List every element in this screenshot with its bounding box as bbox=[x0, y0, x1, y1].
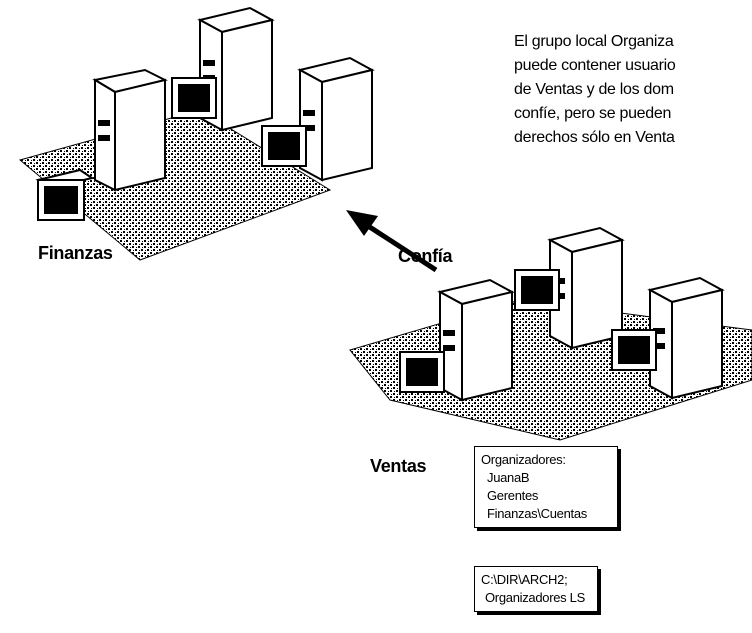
ventas-server-3 bbox=[647, 276, 725, 400]
group-members-box: Organizadores: JuanaB Gerentes Finanzas\… bbox=[474, 446, 618, 528]
finanzas-server-3 bbox=[297, 56, 375, 182]
caption-text: El grupo local Organiza puede contener u… bbox=[514, 30, 676, 150]
finanzas-monitor-1 bbox=[35, 168, 95, 221]
group-title: Organizadores: bbox=[481, 452, 566, 467]
trust-arrow bbox=[346, 210, 438, 273]
permission-box: C:\DIR\ARCH2; Organizadores LS bbox=[474, 566, 598, 612]
group-member: JuanaB bbox=[487, 470, 530, 485]
finanzas-monitor-2 bbox=[171, 77, 217, 119]
finanzas-server-1 bbox=[92, 68, 168, 192]
finanzas-monitor-3 bbox=[261, 125, 307, 167]
group-member: Finanzas\Cuentas bbox=[487, 506, 587, 521]
ventas-monitor-2 bbox=[514, 269, 560, 311]
finanzas-server-2 bbox=[197, 6, 275, 132]
caption-line: de Ventas y de los dom bbox=[514, 81, 674, 98]
ventas-label: Ventas bbox=[370, 456, 427, 476]
trust-label: Confía bbox=[398, 246, 453, 266]
caption-line: confíe, pero se pueden bbox=[514, 105, 672, 122]
caption-line: puede contener usuario bbox=[514, 57, 676, 74]
caption-line: El grupo local Organiza bbox=[514, 33, 674, 50]
permission-path: C:\DIR\ARCH2; bbox=[481, 572, 568, 587]
ventas-server-1 bbox=[437, 278, 515, 402]
permission-rights: Organizadores LS bbox=[485, 590, 585, 605]
group-member: Gerentes bbox=[487, 488, 539, 503]
ventas-monitor-1 bbox=[399, 351, 445, 393]
ventas-monitor-3 bbox=[611, 329, 657, 371]
finanzas-label: Finanzas bbox=[38, 243, 113, 263]
caption-line: derechos sólo en Venta bbox=[514, 129, 675, 146]
